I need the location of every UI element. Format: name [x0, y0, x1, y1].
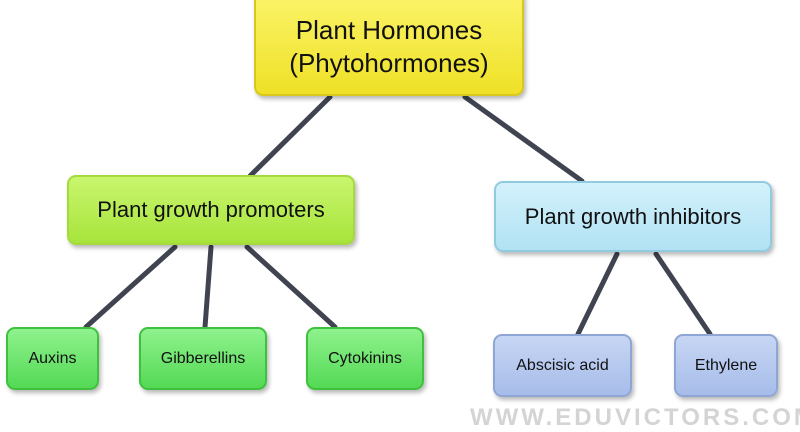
- node-abscisic-acid: Abscisic acid: [493, 334, 632, 397]
- connector-promoters-auxins: [83, 244, 178, 330]
- node-cytokinins: Cytokinins: [306, 327, 424, 390]
- root-node-plant-hormones: Plant Hormones (Phytohormones): [254, 0, 524, 96]
- auxins-label: Auxins: [28, 349, 77, 367]
- node-plant-growth-inhibitors: Plant growth inhibitors: [494, 181, 772, 252]
- node-auxins: Auxins: [6, 327, 99, 390]
- ethylene-label: Ethylene: [694, 356, 758, 374]
- abscisic-acid-label: Abscisic acid: [516, 356, 609, 374]
- connector-root-promoters: [247, 94, 333, 179]
- gibberellins-label: Gibberellins: [160, 349, 246, 367]
- node-gibberellins: Gibberellins: [139, 327, 267, 390]
- node-plant-growth-promoters: Plant growth promoters: [67, 175, 355, 245]
- connector-inhibitors-ethylene: [653, 251, 713, 337]
- promoters-label: Plant growth promoters: [97, 197, 325, 222]
- connector-promoters-gibberellins: [202, 244, 214, 330]
- root-subtitle: (Phytohormones): [289, 48, 489, 78]
- node-ethylene: Ethylene: [674, 334, 778, 397]
- watermark: WWW.EDUVICTORS.COM: [470, 404, 800, 431]
- connector-root-inhibitors: [462, 94, 585, 184]
- connector-inhibitors-abscisic: [575, 251, 620, 337]
- connector-lines: [83, 94, 713, 337]
- inhibitors-label: Plant growth inhibitors: [524, 203, 742, 229]
- cytokinins-label: Cytokinins: [328, 349, 402, 367]
- root-title: Plant Hormones: [295, 15, 483, 45]
- connector-promoters-cytokinins: [244, 244, 338, 330]
